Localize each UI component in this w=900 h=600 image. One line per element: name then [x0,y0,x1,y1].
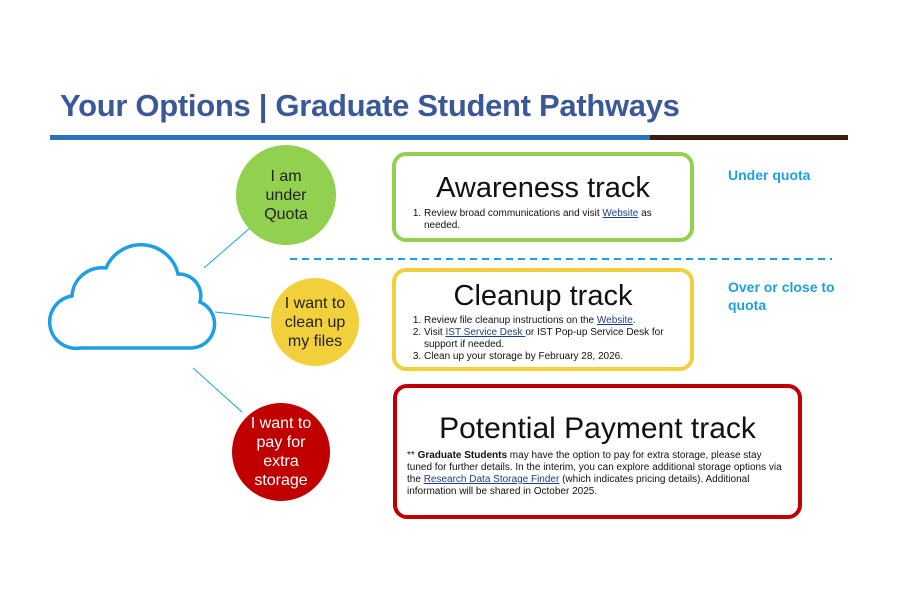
circle-under-quota: I am under Quota [236,145,336,245]
circle-pay: I want to pay for extra storage [232,403,330,501]
over-quota-label: Over or close to quota [728,279,835,313]
cleanup-track-box: Cleanup track Review file cleanup instru… [392,268,694,371]
circle-under-quota-label: I am under Quota [264,167,308,223]
connector-line-under [203,227,251,269]
circle-pay-label: I want to pay for extra storage [250,415,312,489]
cloud-icon [47,243,217,351]
awareness-website-link[interactable]: Website [602,208,639,219]
payment-track-title: Potential Payment track [439,412,756,445]
page-title: Your Options | Graduate Student Pathways [60,88,680,123]
payment-track-box: Potential Payment track ** Graduate Stud… [393,384,802,519]
title-underline-brown [650,135,848,140]
awareness-track-title: Awareness track [436,172,650,204]
under-quota-label: Under quota [728,167,811,183]
awareness-item-1: Review broad communications and visit We… [424,208,690,232]
cleanup-website-link[interactable]: Website [596,315,633,326]
connector-line-cleanup [214,311,271,319]
cleanup-item-1: Review file cleanup instructions on the … [424,315,690,327]
cleanup-item-2: Visit IST Service Desk or IST Pop-up Ser… [424,327,690,351]
payment-description: ** Graduate Students may have the option… [407,450,782,497]
title-underline-blue [50,135,650,140]
ist-service-desk-link[interactable]: IST Service Desk [445,327,526,338]
circle-cleanup-label: I want to clean up my files [284,294,346,350]
connector-line-pay [192,367,243,413]
circle-cleanup: I want to clean up my files [271,278,359,366]
cleanup-track-title: Cleanup track [453,280,633,312]
research-data-storage-finder-link[interactable]: Research Data Storage Finder [423,474,560,485]
awareness-track-box: Awareness track Review broad communicati… [392,152,694,242]
cleanup-item-3: Clean up your storage by February 28, 20… [424,351,690,363]
